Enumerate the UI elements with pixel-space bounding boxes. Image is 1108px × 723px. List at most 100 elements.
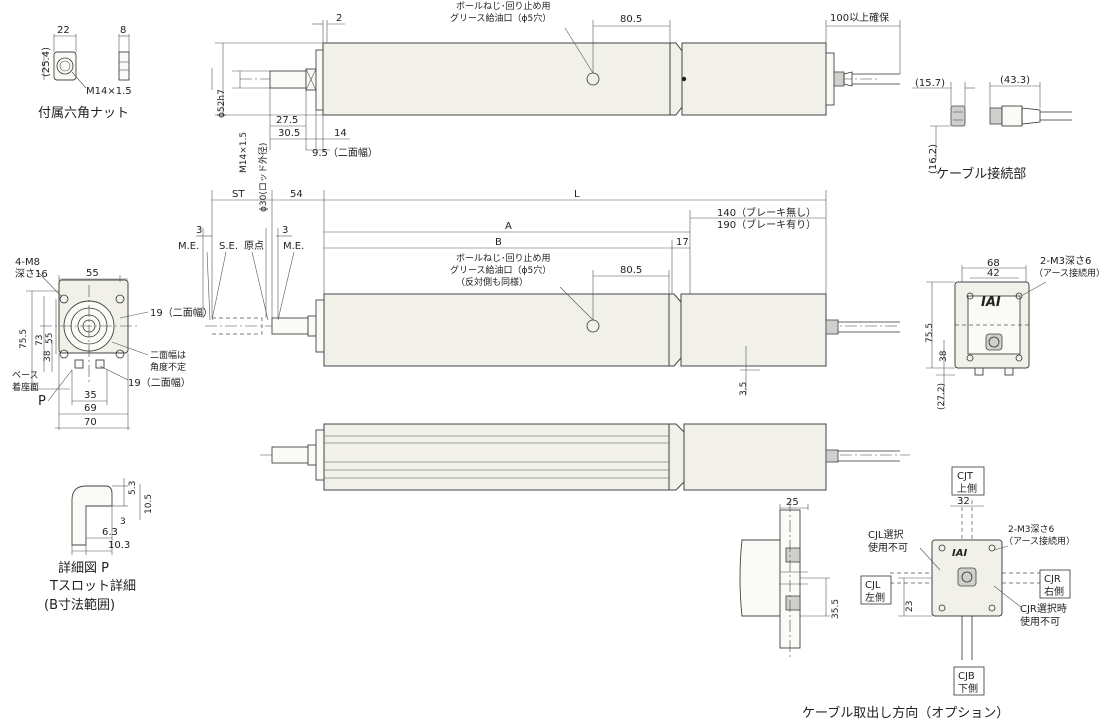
dim-m14-nut: M14×1.5 bbox=[86, 86, 132, 97]
cjb-line2: 下側 bbox=[958, 682, 978, 695]
dim-2: 2 bbox=[336, 13, 342, 24]
label-19-b: 19（二面幅） bbox=[128, 376, 191, 389]
dim-phi30: ϕ30(ロッド外径) bbox=[257, 143, 269, 212]
grease-top-line2: グリース給油口（ϕ5穴） bbox=[450, 12, 551, 24]
dim-75-5-right: 75.5 bbox=[925, 323, 935, 343]
dim-14: 14 bbox=[334, 128, 347, 139]
dim-68: 68 bbox=[987, 258, 1000, 269]
dim-190: 190（ブレーキ有り） bbox=[717, 218, 816, 231]
iai-logo: IAI bbox=[981, 295, 1001, 310]
dim-p-3: 3 bbox=[120, 517, 126, 527]
dim-32: 32 bbox=[957, 496, 970, 507]
dim-42: 42 bbox=[987, 268, 1000, 279]
dim-10-5: 10.5 bbox=[144, 494, 154, 514]
dim-69: 69 bbox=[84, 403, 97, 414]
hex-nut-view: 22 8 (25.4) M14×1.5 付属六角ナット bbox=[38, 25, 132, 121]
label-p: P bbox=[38, 394, 46, 409]
dim-phi52: ϕ52h7 bbox=[217, 89, 227, 118]
actuator-side-view: ボールねじ･回り止め用 グリース給油口（ϕ5穴） （反対側も同様） 80.5 S… bbox=[178, 189, 900, 396]
grease-mid-line2: グリース給油口（ϕ5穴） bbox=[450, 264, 551, 276]
dim-6-3: 6.3 bbox=[102, 527, 118, 538]
cjr-ng-line1: CJR選択時 bbox=[1020, 602, 1067, 615]
cjt-line1: CJT bbox=[957, 471, 974, 482]
dim-9-5: 9.5（二面幅） bbox=[312, 146, 378, 159]
dim-80-5-top: 80.5 bbox=[620, 14, 642, 25]
cjr-line2: 右側 bbox=[1044, 585, 1064, 598]
dim-17: 17 bbox=[676, 237, 689, 248]
dim-35-5: 35.5 bbox=[831, 599, 841, 619]
dim-23: 23 bbox=[905, 601, 915, 612]
dim-8: 8 bbox=[120, 25, 126, 36]
actuator-end-view: 55 4-M8 深さ16 75.5 73 55 38 19（二面幅） 二面幅は … bbox=[12, 257, 213, 430]
dim-27-5: 27.5 bbox=[276, 115, 298, 126]
dim-73: 73 bbox=[35, 335, 45, 346]
dim-55-vertical: 55 bbox=[45, 333, 55, 344]
dim-3-right: 3 bbox=[282, 225, 288, 236]
label-me-left: M.E. bbox=[178, 241, 199, 252]
dim-54: 54 bbox=[290, 189, 303, 200]
label-angle-1: 二面幅は bbox=[150, 349, 186, 361]
dim-5-3: 5.3 bbox=[128, 481, 138, 495]
dim-140: 140（ブレーキ無し） bbox=[717, 206, 816, 219]
label-se: S.E. bbox=[219, 241, 238, 252]
dim-16-2: (16.2) bbox=[928, 144, 939, 174]
dim-st: ST bbox=[232, 189, 245, 200]
dim-3-left: 3 bbox=[196, 225, 202, 236]
ground-bot-line1: 2-M3深さ6 bbox=[1008, 524, 1054, 535]
label-home: 原点 bbox=[244, 240, 264, 252]
cjt-line2: 上側 bbox=[957, 482, 977, 495]
detail-p-line1: 詳細図 P bbox=[58, 560, 109, 576]
cable-direction-front-view: IAI CJT 上側 32 CJL選択 使用不可 2-M3深さ6 （アース接続用… bbox=[802, 466, 1075, 721]
dim-30-5: 30.5 bbox=[278, 128, 300, 139]
dim-15-7: (15.7) bbox=[915, 78, 945, 89]
label-4-m8: 4-M8 bbox=[15, 257, 40, 268]
dim-m14-rod: M14×1.5 bbox=[239, 132, 249, 173]
cjr-ng-line2: 使用不可 bbox=[1020, 615, 1060, 628]
dim-27-2: (27.2) bbox=[937, 383, 947, 410]
dim-55: 55 bbox=[86, 268, 99, 279]
label-ground-top: 2-M3深さ6 bbox=[1040, 255, 1091, 267]
dim-75-5: 75.5 bbox=[19, 329, 29, 349]
actuator-top-view: 2 80.5 ボールねじ･回り止め用 グリース給油口（ϕ5穴） 100以上確保 … bbox=[211, 0, 901, 212]
cjl-ng-line1: CJL選択 bbox=[868, 528, 904, 541]
cjb-line1: CJB bbox=[958, 671, 975, 682]
detail-p-line3: (B寸法範囲) bbox=[44, 598, 115, 613]
dim-100-min: 100以上確保 bbox=[830, 11, 889, 24]
label-me-right: M.E. bbox=[283, 241, 304, 252]
cable-connection-view: (15.7) (43.3) (16.2) ケーブル接続部 bbox=[912, 75, 1072, 182]
grease-mid-line1: ボールねじ･回り止め用 bbox=[456, 252, 551, 264]
label-ground-top-2: （アース接続用） bbox=[1034, 267, 1105, 279]
detail-p-line2: Tスロット詳細 bbox=[49, 578, 136, 594]
actuator-bottom-view bbox=[260, 423, 910, 491]
detail-p-view: 5.3 10.5 3 6.3 10.3 詳細図 P Tスロット詳細 (B寸法範囲… bbox=[44, 478, 154, 613]
dim-43-3: (43.3) bbox=[1000, 75, 1030, 86]
cable-direction-side-view: 25 35.5 bbox=[739, 497, 841, 660]
dim-b: B bbox=[495, 237, 502, 248]
dim-l: L bbox=[574, 189, 580, 200]
cjl-ng-line2: 使用不可 bbox=[868, 541, 908, 554]
cjl-line1: CJL bbox=[865, 580, 881, 591]
label-19-a: 19（二面幅） bbox=[150, 306, 213, 319]
dim-70: 70 bbox=[84, 417, 97, 428]
cable-conn-title: ケーブル接続部 bbox=[936, 166, 1026, 182]
dim-25-4: (25.4) bbox=[41, 47, 52, 77]
label-angle-2: 角度不定 bbox=[150, 361, 186, 373]
dim-38-right: 38 bbox=[939, 350, 949, 362]
dim-25: 25 bbox=[786, 497, 799, 508]
label-base-2: 着座面 bbox=[12, 381, 39, 393]
cjl-line2: 左側 bbox=[865, 591, 885, 604]
cjr-line1: CJR bbox=[1044, 574, 1061, 585]
cable-dir-title: ケーブル取出し方向（オプション） bbox=[802, 705, 1009, 721]
label-base-1: ベース bbox=[12, 371, 39, 381]
dim-a: A bbox=[505, 221, 512, 232]
dim-3-5: 3.5 bbox=[739, 382, 749, 396]
grease-mid-line3: （反対側も同様） bbox=[456, 276, 528, 288]
dim-22: 22 bbox=[57, 25, 70, 36]
iai-logo-small: IAI bbox=[952, 548, 967, 559]
dim-35: 35 bbox=[84, 390, 97, 401]
grease-top-line1: ボールねじ･回り止め用 bbox=[456, 0, 551, 12]
dim-38: 38 bbox=[43, 350, 53, 362]
dim-10-3: 10.3 bbox=[108, 540, 130, 551]
dim-80-5-mid: 80.5 bbox=[620, 265, 642, 276]
